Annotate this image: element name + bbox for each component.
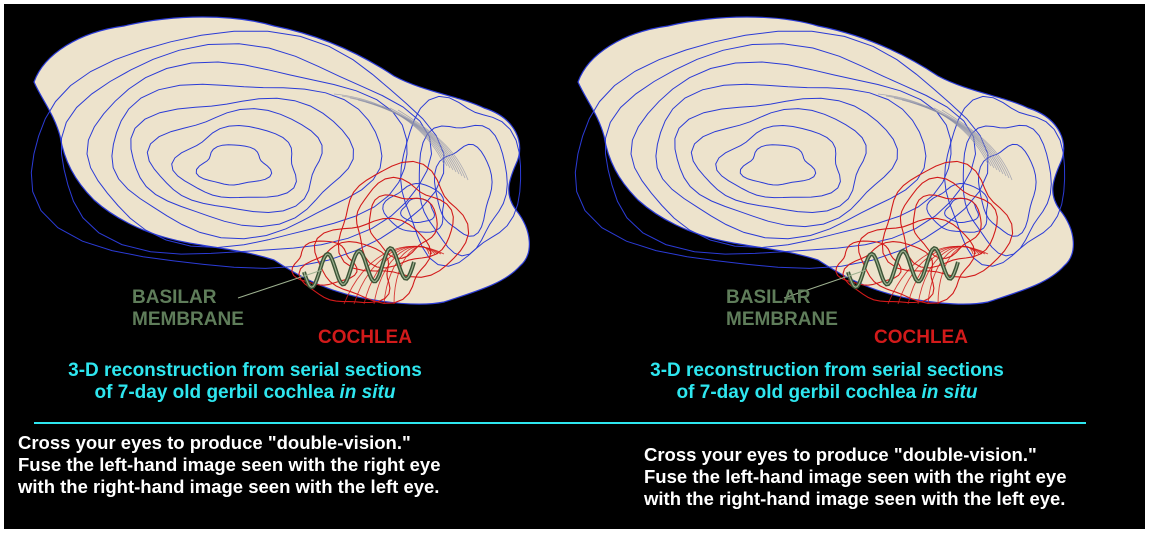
cochlea-label: COCHLEA [874,327,968,349]
figure-caption: 3-D reconstruction from serial sections … [4,360,486,404]
left-stereo-panel: BASILAR MEMBRANE COCHLEA 3-D reconstruct… [4,4,564,424]
right-stereo-panel: BASILAR MEMBRANE COCHLEA 3-D reconstruct… [546,4,1106,424]
viewing-instructions-left: Cross your eyes to produce "double-visio… [18,432,441,498]
figure-caption: 3-D reconstruction from serial sections … [586,360,1068,404]
stereo-figure: BASILAR MEMBRANE COCHLEA 3-D reconstruct… [4,4,1145,529]
basilar-membrane-label: BASILAR MEMBRANE [132,287,244,331]
cochlea-label: COCHLEA [318,327,412,349]
divider-line [34,422,1086,424]
viewing-instructions-right: Cross your eyes to produce "double-visio… [644,444,1067,510]
basilar-membrane-label: BASILAR MEMBRANE [726,287,838,331]
